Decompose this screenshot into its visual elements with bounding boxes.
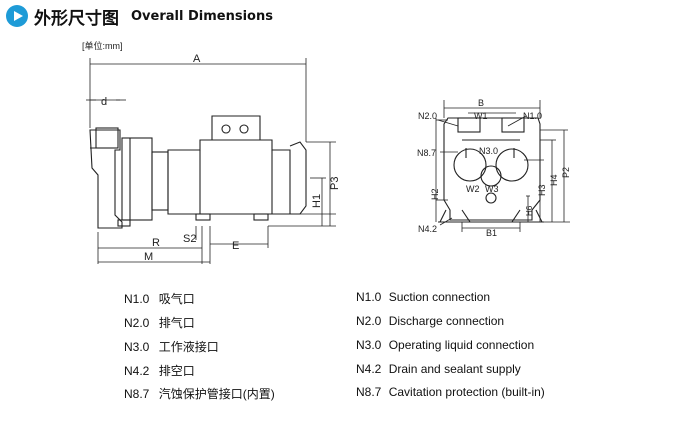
dim-label-h3: H3 <box>537 184 547 196</box>
dim-label-h1: H1 <box>311 194 323 208</box>
legend-label: 吸气口 <box>158 292 195 306</box>
legend-code: N3.0 <box>124 340 150 354</box>
legend-label: Discharge connection <box>388 314 505 328</box>
legend-label: Drain and sealant supply <box>388 362 521 376</box>
legend-label: Operating liquid connection <box>388 338 535 352</box>
connection-label-n2-0: N2.0 <box>418 111 437 121</box>
legend-code: N2.0 <box>124 316 150 330</box>
connection-label-n1-0: N1.0 <box>523 111 542 121</box>
legend-row: N2.0 排气口 <box>124 314 195 331</box>
legend-row: N4.2 Drain and sealant supply <box>356 362 521 376</box>
unit-note: [单位:mm] <box>82 40 123 51</box>
dim-label-h4: H4 <box>549 174 559 186</box>
header: 外形尺寸图 Overall Dimensions <box>6 4 273 29</box>
dim-label-s2: S2 <box>183 233 196 245</box>
dim-label-e: E <box>232 240 239 252</box>
dim-label-b: B <box>478 98 484 108</box>
dim-label-p3: P3 <box>329 177 341 190</box>
front-view-dimension-lines <box>435 100 570 232</box>
dim-label-h6: H6 <box>525 205 534 216</box>
legend-code: N4.2 <box>356 362 382 376</box>
front-view-pump <box>438 117 544 223</box>
dim-label-p2: P2 <box>561 167 571 178</box>
play-circle-icon <box>6 5 28 27</box>
dim-label-a: A <box>193 53 201 65</box>
legend-code: N1.0 <box>124 292 150 306</box>
legend-code: N2.0 <box>356 314 382 328</box>
dim-label-d: d <box>101 96 107 108</box>
legend-row: N1.0 吸气口 <box>124 290 195 307</box>
dim-label-m: M <box>144 251 153 263</box>
title-chinese: 外形尺寸图 <box>34 8 119 29</box>
legend-row: N2.0 Discharge connection <box>356 314 504 328</box>
side-view-dimension-lines <box>86 58 336 264</box>
legend-label: 排气口 <box>158 316 195 330</box>
dim-label-h2: H2 <box>430 188 440 200</box>
dim-label-r: R <box>152 237 160 249</box>
legend-label: Cavitation protection (built-in) <box>388 385 545 399</box>
legend-row: N1.0 Suction connection <box>356 290 490 304</box>
legend-code: N4.2 <box>124 364 150 378</box>
dim-label-w1: W1 <box>474 111 488 121</box>
dim-label-w3: W3 <box>485 184 499 194</box>
dim-label-b1: B1 <box>486 228 497 238</box>
legend-label: Suction connection <box>388 290 491 304</box>
legend-code: N8.7 <box>124 387 150 401</box>
side-view-pump <box>89 115 307 229</box>
connection-label-n3-0: N3.0 <box>479 146 498 156</box>
legend-code: N3.0 <box>356 338 382 352</box>
title-english: Overall Dimensions <box>131 8 273 24</box>
legend-label: 汽蚀保护管接口(内置) <box>158 387 275 401</box>
legend-label: 工作液接口 <box>158 340 219 354</box>
legend-row: N4.2 排空口 <box>124 362 195 379</box>
connection-label-n4-2: N4.2 <box>418 224 437 234</box>
connection-label-n8-7: N8.7 <box>417 148 436 158</box>
legend-code: N1.0 <box>356 290 382 304</box>
legend-code: N8.7 <box>356 385 382 399</box>
legend-label: 排空口 <box>158 364 195 378</box>
legend-row: N3.0 Operating liquid connection <box>356 338 534 352</box>
legend-row: N3.0 工作液接口 <box>124 338 219 355</box>
legend-row: N8.7 汽蚀保护管接口(内置) <box>124 385 275 402</box>
dim-label-w2: W2 <box>466 184 480 194</box>
legend-row: N8.7 Cavitation protection (built-in) <box>356 385 545 399</box>
